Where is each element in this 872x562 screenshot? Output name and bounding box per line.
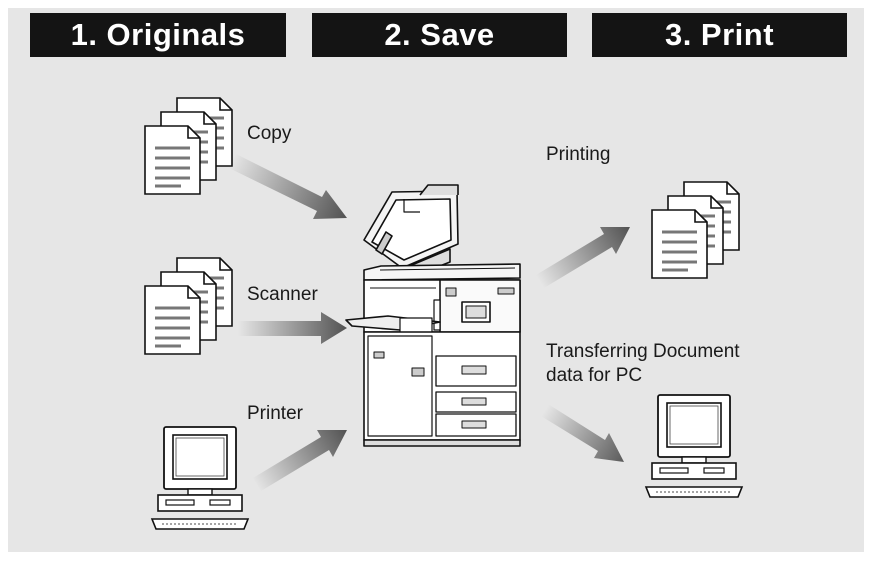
arrow-printer-to-copier <box>253 430 347 491</box>
step-originals-header: 1. Originals <box>30 13 286 57</box>
printer-label: Printer <box>247 403 303 424</box>
scanner-label: Scanner <box>247 284 318 305</box>
copy-label: Copy <box>247 123 292 144</box>
transferring-label-line1: Transferring Document <box>546 341 740 362</box>
step-print-header: 3. Print <box>592 13 847 57</box>
printing-label: Printing <box>546 144 611 165</box>
copier-icon <box>345 184 521 447</box>
pc-output-computer-icon <box>645 394 743 498</box>
arrow-copy-to-copier <box>229 154 347 219</box>
transferring-label-line2: data for PC <box>546 365 643 386</box>
printer-source-computer-icon <box>151 426 249 530</box>
arrow-copier-to-printing <box>536 227 630 288</box>
printing-output-icon <box>650 180 741 280</box>
arrow-scanner-to-copier <box>238 312 347 344</box>
copy-originals-icon <box>143 96 234 196</box>
scanner-originals-icon <box>143 256 234 356</box>
arrow-copier-to-pc <box>541 404 624 462</box>
step-save-header: 2. Save <box>312 13 567 57</box>
